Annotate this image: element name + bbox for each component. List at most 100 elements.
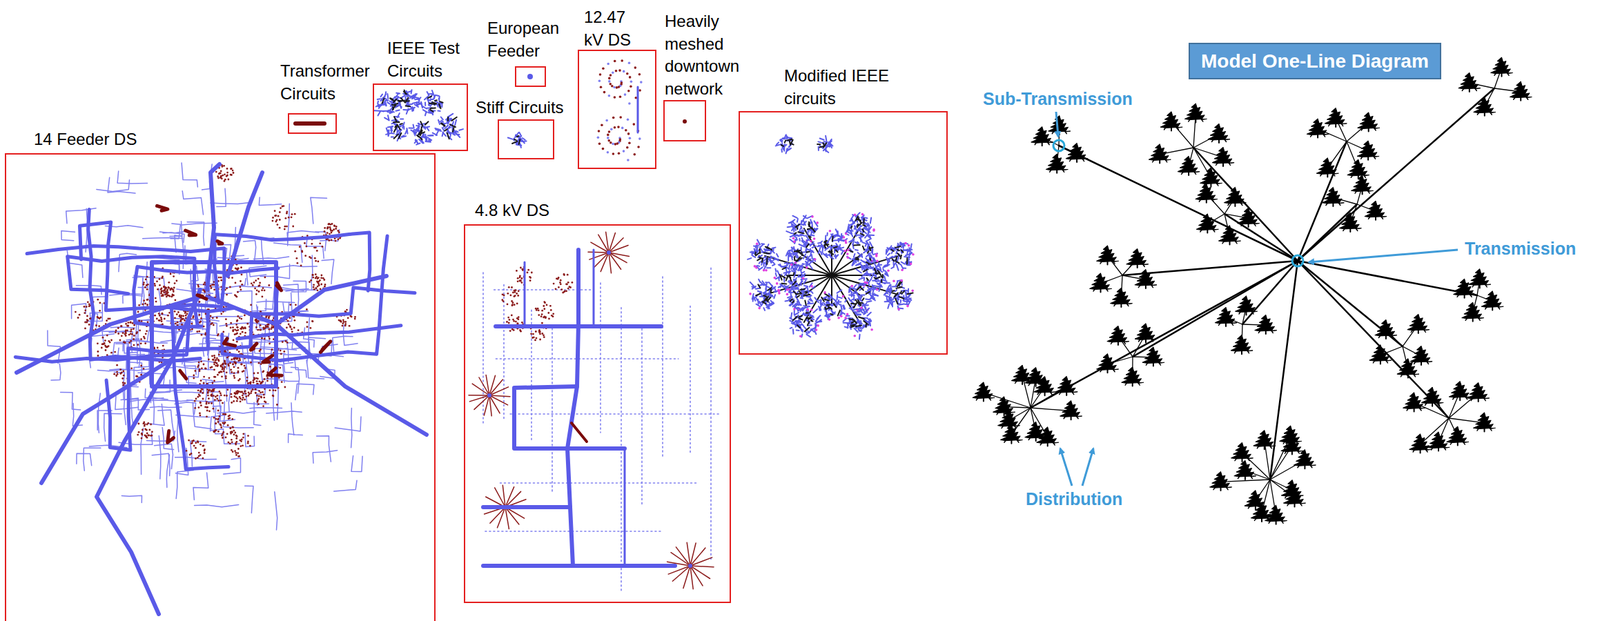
load-dot <box>217 430 220 433</box>
load-dot <box>327 222 330 226</box>
test-circuit <box>378 111 382 116</box>
load-dot <box>190 323 193 326</box>
load-dot <box>330 239 333 242</box>
load-dot <box>569 286 572 289</box>
load-dot <box>127 325 130 328</box>
load-dot <box>247 442 250 445</box>
load-dot <box>271 220 275 223</box>
load-dot <box>233 372 236 375</box>
load-dot <box>140 432 143 435</box>
load-dot <box>526 271 529 275</box>
load-dot <box>210 390 213 393</box>
load-dot <box>552 312 555 315</box>
load-dot <box>254 279 257 282</box>
load-dot <box>501 293 504 296</box>
load-dot <box>236 320 239 323</box>
load-dot <box>208 376 211 379</box>
load-dot <box>207 402 210 405</box>
load-dot <box>254 287 257 290</box>
load-dot <box>104 345 107 348</box>
load-dot <box>122 384 125 387</box>
load-dot <box>249 304 252 307</box>
load-dot <box>119 368 122 371</box>
load-dot <box>199 320 202 324</box>
load-dot <box>354 318 357 321</box>
load-dot <box>258 380 261 383</box>
load-dot <box>246 376 249 379</box>
load-dot <box>283 228 286 231</box>
load-dot <box>226 167 229 170</box>
load-dot <box>173 316 177 319</box>
load-dot <box>260 337 263 340</box>
load-dot <box>263 401 266 404</box>
load-dot <box>86 319 90 322</box>
load-dot <box>237 455 240 458</box>
service-spoke <box>690 566 714 568</box>
lateral-line <box>245 433 255 448</box>
load-dot <box>216 316 219 319</box>
lateral-line <box>117 171 148 184</box>
load-dot <box>205 406 208 409</box>
load-dot <box>222 164 226 168</box>
load-dot <box>543 336 546 339</box>
load-dot <box>222 367 226 370</box>
load-dot <box>258 290 261 293</box>
load-dot <box>211 283 214 286</box>
load-dot <box>253 376 256 379</box>
load-dot <box>296 257 299 260</box>
load-dot <box>179 316 182 319</box>
load-dot <box>216 364 219 367</box>
load-dot <box>541 332 544 335</box>
load-dot <box>247 434 250 437</box>
load-dot <box>510 286 513 289</box>
load-dot <box>241 394 244 397</box>
load-dot <box>104 339 107 342</box>
dotted-lateral <box>689 306 691 454</box>
load-dot <box>233 328 237 331</box>
load-dot <box>124 331 128 334</box>
load-dot <box>336 229 339 232</box>
load-dot <box>261 391 264 394</box>
lateral-line <box>150 400 193 402</box>
load-dot <box>142 283 145 286</box>
load-dot <box>140 365 143 368</box>
load-dot <box>280 353 283 356</box>
load-dot <box>198 314 201 317</box>
load-dot <box>144 332 148 335</box>
load-dot <box>327 223 330 226</box>
dense-load <box>224 338 236 347</box>
load-dot <box>190 442 193 445</box>
test-circuit <box>406 91 412 93</box>
lateral-line <box>210 401 226 432</box>
load-dot <box>191 440 194 443</box>
load-dot <box>106 318 110 321</box>
load-dot <box>290 216 293 219</box>
load-dot <box>287 216 290 219</box>
load-dot <box>100 316 103 319</box>
load-dot <box>198 452 201 455</box>
feeder-trunk <box>214 232 370 304</box>
load-dot <box>231 441 234 444</box>
load-dot <box>300 251 304 254</box>
load-dot <box>230 401 233 404</box>
load-dot <box>291 225 295 228</box>
load-dot <box>327 226 330 229</box>
load-dot <box>567 281 570 284</box>
load-dot <box>206 388 209 391</box>
load-dot <box>557 286 560 289</box>
load-dot <box>210 395 213 398</box>
load-dot <box>276 218 279 221</box>
load-dot <box>207 392 210 395</box>
load-dot <box>215 171 218 174</box>
load-dot <box>218 171 221 174</box>
load-dot <box>129 330 132 333</box>
load-dot <box>227 415 230 418</box>
test-circuit <box>403 91 408 95</box>
load-dot <box>508 286 511 289</box>
load-dot <box>537 307 540 310</box>
lateral-line <box>245 485 254 513</box>
load-dot <box>243 390 246 393</box>
test-circuit <box>381 94 384 98</box>
service-spoke <box>505 491 522 508</box>
load-dot <box>241 370 244 373</box>
